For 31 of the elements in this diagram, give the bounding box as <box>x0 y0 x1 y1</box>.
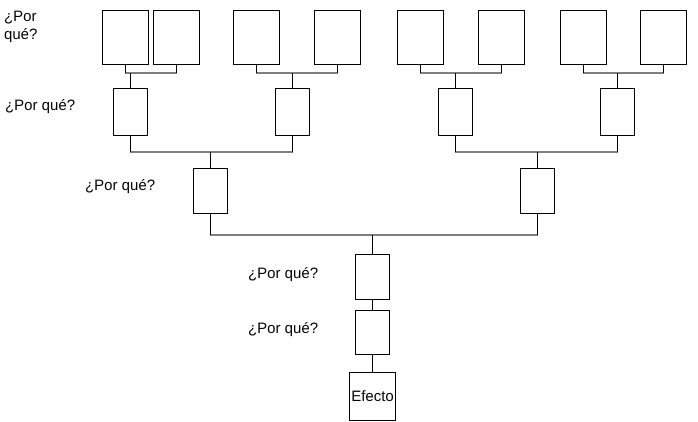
empty-box <box>640 10 687 65</box>
connector-line <box>537 136 618 168</box>
empty-box <box>438 88 473 136</box>
empty-box <box>102 10 149 65</box>
connector-line <box>455 64 502 88</box>
empty-box <box>355 254 390 300</box>
question-label: ¿Por qué? <box>5 97 76 115</box>
connector-line <box>617 64 664 88</box>
effect-box: Efecto <box>349 372 396 421</box>
empty-box <box>153 10 200 65</box>
question-label: ¿Por qué? <box>248 320 320 338</box>
question-label: ¿Por qué? <box>4 8 38 44</box>
empty-box <box>233 10 280 65</box>
connector-line <box>372 214 538 254</box>
connector-line <box>292 64 338 88</box>
empty-box <box>193 168 228 214</box>
empty-box <box>314 10 361 65</box>
connector-line <box>210 136 293 168</box>
empty-box <box>113 88 148 136</box>
connector-line <box>372 354 373 372</box>
empty-box <box>275 88 310 136</box>
empty-box <box>478 10 525 65</box>
connector-line <box>130 64 177 88</box>
empty-box <box>520 168 555 214</box>
question-label: ¿Por qué? <box>248 265 320 283</box>
empty-box <box>355 310 390 355</box>
question-label: ¿Por qué? <box>85 177 156 195</box>
connector-line <box>372 300 373 310</box>
empty-box <box>560 10 607 65</box>
empty-box <box>600 88 635 136</box>
empty-box <box>397 10 444 65</box>
